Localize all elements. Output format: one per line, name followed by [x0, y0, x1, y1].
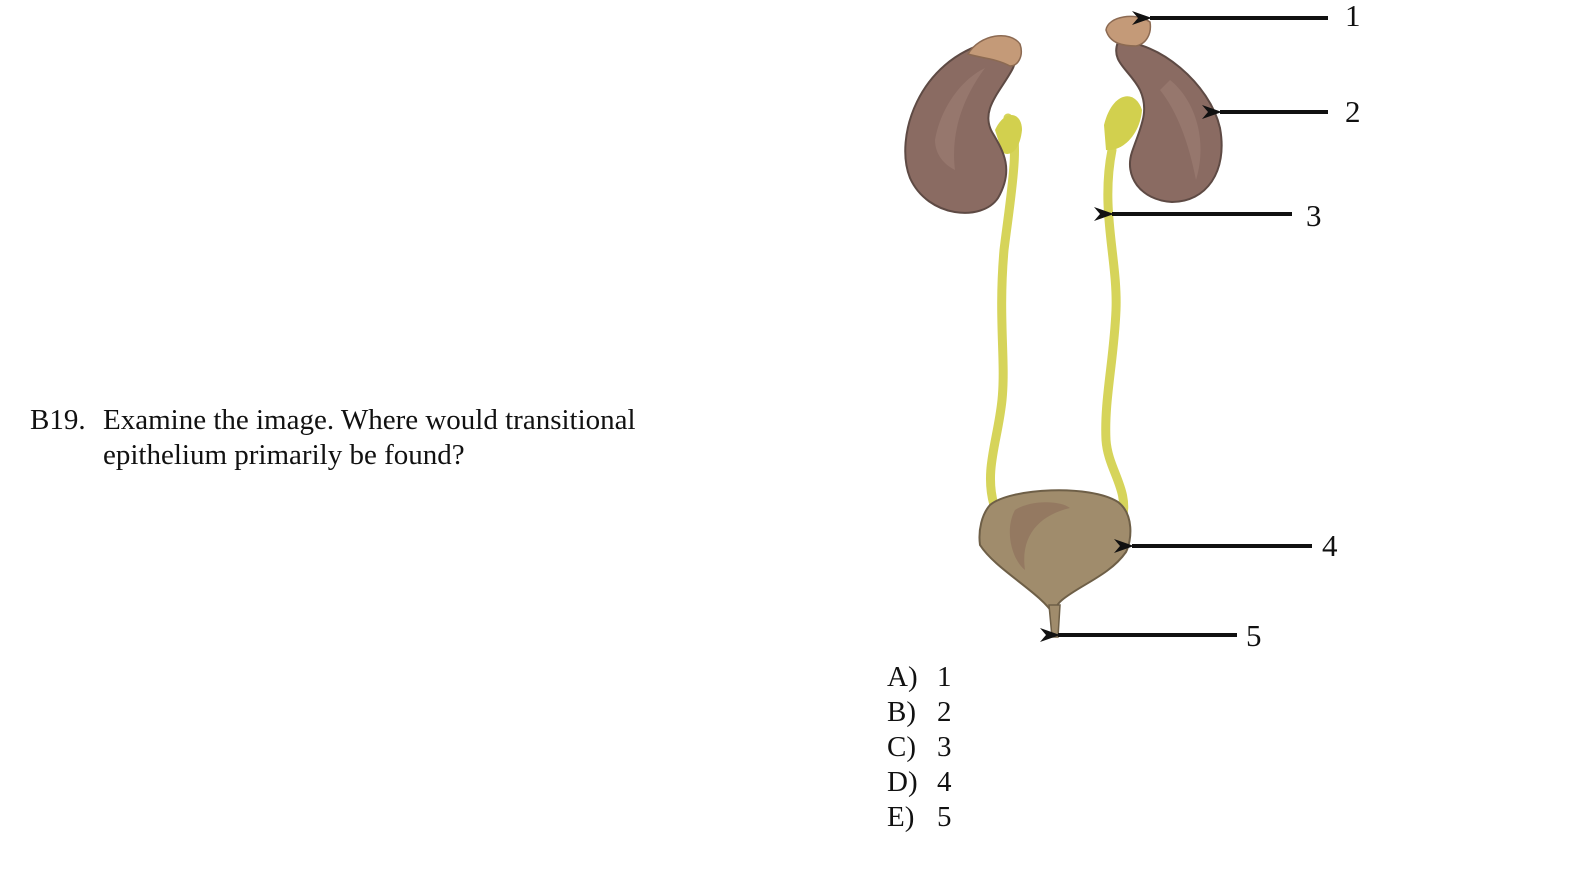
choice-value: 3 [937, 731, 952, 763]
right-kidney-shading [1160, 80, 1201, 180]
choice-letter: C) [887, 731, 916, 763]
left-adrenal-gland [966, 35, 1022, 67]
diagram-label-4: 4 [1322, 528, 1338, 563]
choice-letter: D) [887, 766, 918, 798]
answer-choice-a[interactable]: A) 1 [887, 660, 952, 695]
diagram-label-1: 1 [1345, 0, 1361, 33]
diagram-label-2: 2 [1345, 94, 1361, 129]
choice-value: 5 [937, 801, 952, 833]
question-text-line-1: Examine the image. Where would transitio… [103, 404, 636, 436]
left-kidney [904, 40, 1016, 214]
answer-choice-b[interactable]: B) 2 [887, 695, 952, 730]
answer-choice-c[interactable]: C) 3 [887, 730, 952, 765]
question-text: Examine the image. Where would transitio… [103, 403, 703, 473]
left-renal-pelvis [995, 114, 1022, 154]
right-renal-pelvis [1104, 96, 1142, 151]
question-stem: B19. Examine the image. Where would tran… [30, 403, 703, 473]
bladder-highlight [1009, 502, 1070, 570]
answer-choices: A) 1 B) 2 C) 3 D) 4 E) 5 [887, 660, 952, 835]
choice-value: 4 [937, 766, 952, 798]
diagram-label-3: 3 [1306, 198, 1322, 233]
choice-letter: A) [887, 661, 918, 693]
answer-choice-e[interactable]: E) 5 [887, 800, 952, 835]
choice-value: 1 [937, 661, 952, 693]
diagram-label-5: 5 [1246, 618, 1262, 653]
choice-letter: B) [887, 696, 916, 728]
choice-letter: E) [887, 801, 915, 833]
left-ureter [985, 113, 1020, 510]
question-text-line-2: epithelium primarily be found? [103, 439, 465, 471]
right-adrenal-gland [1105, 15, 1152, 47]
urethra [1048, 604, 1061, 638]
left-kidney-shading [935, 68, 985, 170]
right-ureter [1101, 145, 1129, 525]
answer-choice-d[interactable]: D) 4 [887, 765, 952, 800]
question-number: B19. [30, 404, 86, 436]
choice-value: 2 [937, 696, 952, 728]
